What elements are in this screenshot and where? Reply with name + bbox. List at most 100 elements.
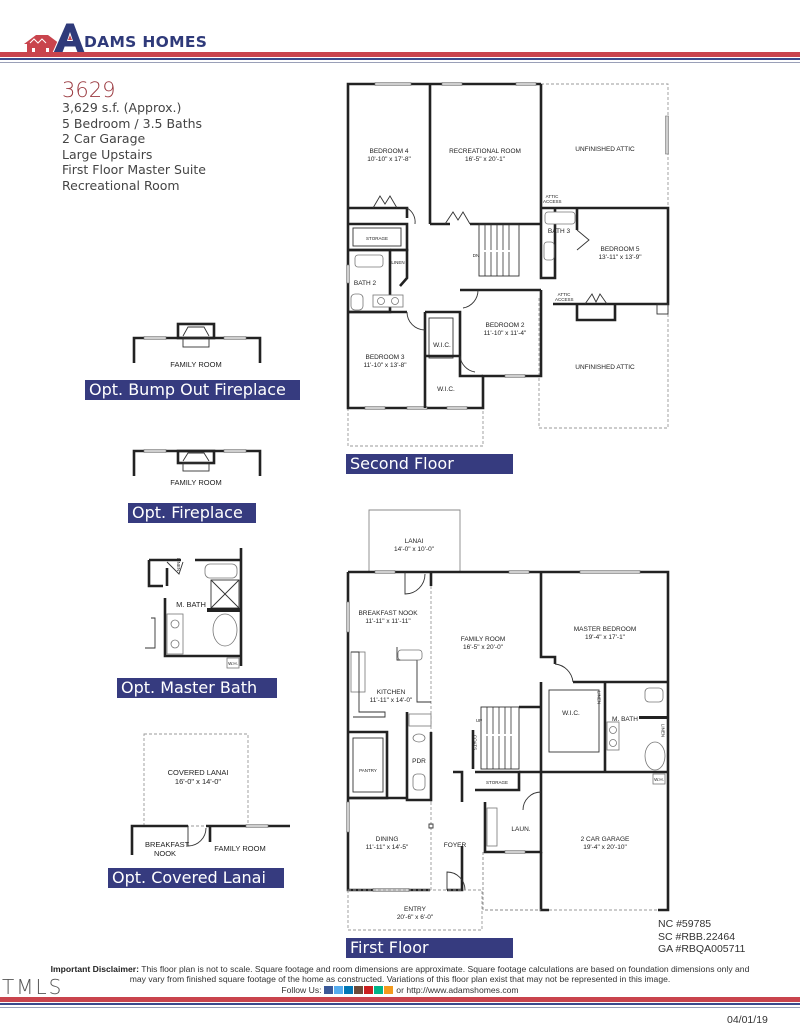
room-dims: 19'-4" x 17'-1" <box>585 634 625 641</box>
room-dims: 16'-5" x 20'-0" <box>463 644 503 651</box>
opt-fireplace-plan: FAMILY ROOM <box>130 440 270 490</box>
room-dims: 14'-0" x 10'-0" <box>394 546 434 553</box>
header-stripe-blue <box>0 58 800 60</box>
disclaimer-line-1: This floor plan is not to scale. Square … <box>141 964 750 974</box>
room-label: FOYER <box>443 842 467 849</box>
room-label: FAMILY ROOM <box>460 636 506 643</box>
room-label: BEDROOM 2 <box>485 322 525 329</box>
second-floor-diagram <box>346 82 670 447</box>
room-label: FAMILY ROOM <box>170 478 222 487</box>
footer-stripe-blue <box>0 1003 800 1005</box>
pantry-label: PANTRY <box>359 768 377 773</box>
family-label: FAMILY ROOM <box>214 844 266 853</box>
plan-number: 3629 <box>62 78 116 102</box>
opt-covered-lanai-banner: Opt. Covered Lanai <box>108 868 284 888</box>
spec-item: 5 Bedroom / 3.5 Baths <box>62 115 203 131</box>
master-bath-diagram <box>145 548 243 669</box>
brand-logo: DAMS HOMES <box>22 22 242 56</box>
wh-label: W.H. <box>228 661 238 666</box>
or-text: or <box>396 984 404 995</box>
covered-lanai-diagram <box>130 733 290 855</box>
room-label: BREAKFAST NOOK <box>358 610 418 617</box>
room-dims: 16'-0" x 14'-0" <box>174 777 222 786</box>
room-label: BATH 2 <box>353 280 377 287</box>
license-ga: GA #RBQA005711 <box>658 943 746 955</box>
rss-icon[interactable] <box>383 985 393 994</box>
room-label: BEDROOM 4 <box>369 148 409 155</box>
follow-label: Follow Us: <box>281 984 322 995</box>
opt-covered-lanai-plan: COVERED LANAI 16'-0" x 14'-0" BREAKFAST … <box>128 730 298 860</box>
bump-out-fireplace-diagram <box>132 322 262 363</box>
footer-stripe-gray <box>0 1007 800 1008</box>
room-label: FAMILY ROOM <box>170 360 222 369</box>
youtube-icon[interactable] <box>363 985 373 994</box>
linkedin-icon[interactable] <box>343 985 353 994</box>
room-label: COVERED LANAI <box>167 768 229 777</box>
opt-bump-out-fireplace-banner: Opt. Bump Out Fireplace <box>85 380 300 400</box>
twitter-icon[interactable] <box>333 985 343 994</box>
opt-master-bath-banner: Opt. Master Bath <box>117 678 277 698</box>
room-label: DINING <box>375 836 399 843</box>
room-label: UNFINISHED ATTIC <box>575 146 635 153</box>
room-label: M. BATH <box>176 600 206 609</box>
room-label: MASTER BEDROOM <box>573 626 637 633</box>
room-label: M. BATH <box>612 716 638 723</box>
room-label: RECREATIONAL ROOM <box>449 148 521 155</box>
room-label: BATH 3 <box>547 228 571 235</box>
license-sc: SC #RBB.22464 <box>658 930 736 943</box>
linen-label: LINEN <box>596 690 602 705</box>
footer-stripe-red <box>0 997 800 1002</box>
room-dims: 13'-11" x 13'-9" <box>598 254 642 261</box>
room-dims: 11'-11" x 14'-0" <box>369 697 413 704</box>
brand-name: DAMS HOMES <box>84 33 208 51</box>
dn-label: DN <box>472 253 480 258</box>
room-dims: 19'-4" x 20'-10" <box>583 844 627 851</box>
header-stripe-red <box>0 52 800 57</box>
storage-label: STORAGE <box>366 236 388 241</box>
linen-label: LINEN <box>176 557 182 572</box>
website-link[interactable]: http://www.adamshomes.com <box>406 984 519 995</box>
first-floor-banner: First Floor <box>346 938 513 958</box>
wic-label: W.I.C. <box>433 342 451 349</box>
opt-bump-out-fireplace-plan: FAMILY ROOM <box>130 318 270 369</box>
spec-item: Large Upstairs <box>62 146 153 162</box>
opt-fireplace-banner: Opt. Fireplace <box>128 503 256 523</box>
room-dims: 11'-10" x 11'-4" <box>483 330 527 337</box>
room-label: PDR <box>412 758 426 765</box>
room-dims: 20'-6" x 6'-0" <box>396 914 434 921</box>
linen-label: LINEN <box>391 260 405 265</box>
disclaimer: Important Disclaimer: This floor plan is… <box>0 964 800 995</box>
room-dims: 10'-10" x 17'-8" <box>367 156 411 163</box>
spec-item: 3,629 s.f. (Approx.) <box>62 100 182 115</box>
instagram-icon[interactable] <box>353 985 363 994</box>
room-dims: 11'-11" x 14'-5" <box>365 844 409 851</box>
header-stripe-gray <box>0 62 800 63</box>
storage-label: STORAGE <box>486 780 508 785</box>
spec-item: 2 Car Garage <box>62 131 146 147</box>
room-label: LANAI <box>404 538 424 545</box>
coats-label: COATS <box>472 734 478 751</box>
nook-label: BREAKFAST NOOK <box>145 840 190 858</box>
second-floor-plan: BEDROOM 4 10'-10" x 17'-8" RECREATIONAL … <box>345 80 675 450</box>
room-label: KITCHEN <box>376 689 406 696</box>
license-nc: NC #59785 <box>658 918 712 930</box>
room-label: 2 CAR GARAGE <box>580 836 630 843</box>
up-label: UP <box>475 718 483 723</box>
wh-label: W.H. <box>654 777 664 782</box>
disclaimer-label: Important Disclaimer: <box>50 964 139 974</box>
license-numbers: NC #59785 SC #RBB.22464 GA #RBQA005711 <box>658 918 745 956</box>
wic-label: W.I.C. <box>562 710 580 717</box>
vine-icon[interactable] <box>373 985 383 994</box>
linen-label: LINEN <box>660 723 666 738</box>
opt-master-bath-plan: LINEN M. BATH W.H. <box>145 548 255 669</box>
first-floor-diagram <box>346 509 670 931</box>
first-floor-plan: LANAI 14'-0" x 10'-0" BREAKFAST NOOK 11'… <box>345 502 675 952</box>
mls-watermark: TMLS <box>2 975 64 999</box>
room-label: LAUN. <box>511 826 531 833</box>
room-dims: 11'-11" x 11'-11" <box>365 618 411 625</box>
room-label: ENTRY <box>404 906 426 913</box>
disclaimer-line-2: may vary from finished square footage of… <box>129 974 671 985</box>
facebook-icon[interactable] <box>323 985 333 994</box>
second-floor-banner: Second Floor <box>346 454 513 474</box>
room-label: BEDROOM 5 <box>600 246 640 253</box>
